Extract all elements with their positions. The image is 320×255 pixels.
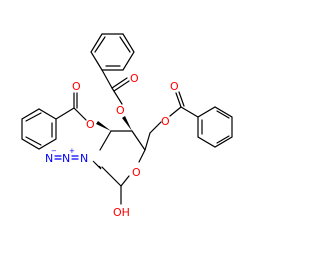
bond-o3-carbonyl-c xyxy=(73,107,87,121)
azide-n2-charge: + xyxy=(69,147,75,155)
bond-o6-carbonyl-c xyxy=(169,106,182,117)
bond-c6-carbonyl-a xyxy=(175,92,182,108)
phenyl-ring-c3 xyxy=(21,108,57,150)
c6-carbonyl-oxygen-label: O xyxy=(170,80,179,93)
c6-ester-oxygen-label: O xyxy=(161,115,170,128)
bond-c4-carbonyl-b xyxy=(113,80,130,92)
bond-c6-carbonyl-b xyxy=(178,91,185,107)
bond-c5-c6 xyxy=(144,132,151,151)
bond-o4-carbonyl-c xyxy=(111,87,123,105)
c4-carbonyl-oxygen-label: O xyxy=(130,72,139,85)
azide-hashed-bond xyxy=(92,160,102,170)
c4-wedge-bond xyxy=(122,116,132,131)
phenyl-ring-c4 xyxy=(90,33,135,71)
bond-c4-c5 xyxy=(131,130,146,151)
molecule-structure-diagram: O OH N N + N − O O O O xyxy=(21,33,233,219)
c3-wedge-bond xyxy=(96,121,111,131)
bond-c2-c3 xyxy=(99,130,112,151)
azide-n3-label: N xyxy=(45,152,53,165)
c3-ester-oxygen-label: O xyxy=(86,118,95,131)
structure-canvas: O OH N N + N − O O O O xyxy=(21,33,233,219)
azide-n1-label: N xyxy=(80,152,88,165)
c4-ester-oxygen-label: O xyxy=(116,104,125,117)
bond-c6-carbonyl-phenyl xyxy=(180,106,199,118)
bond-c4-carbonyl-a xyxy=(111,77,128,89)
bond-c4-carbonyl-phenyl xyxy=(101,69,113,89)
hydroxyl-label: OH xyxy=(113,206,130,219)
ring-oxygen-label: O xyxy=(132,166,141,179)
bond-c5-o-ring xyxy=(138,149,146,163)
bond-c1-c2 xyxy=(101,166,122,187)
bond-c6-o6 xyxy=(149,121,162,134)
bond-c3-carbonyl-phenyl xyxy=(55,107,75,120)
phenyl-ring-c6 xyxy=(197,106,233,148)
azide-n3-charge: − xyxy=(51,147,57,155)
bond-c1-o-ring xyxy=(120,175,130,187)
pyranose-ring xyxy=(99,130,146,187)
c3-carbonyl-oxygen-label: O xyxy=(72,80,81,93)
azide-n2-label: N xyxy=(62,152,70,165)
